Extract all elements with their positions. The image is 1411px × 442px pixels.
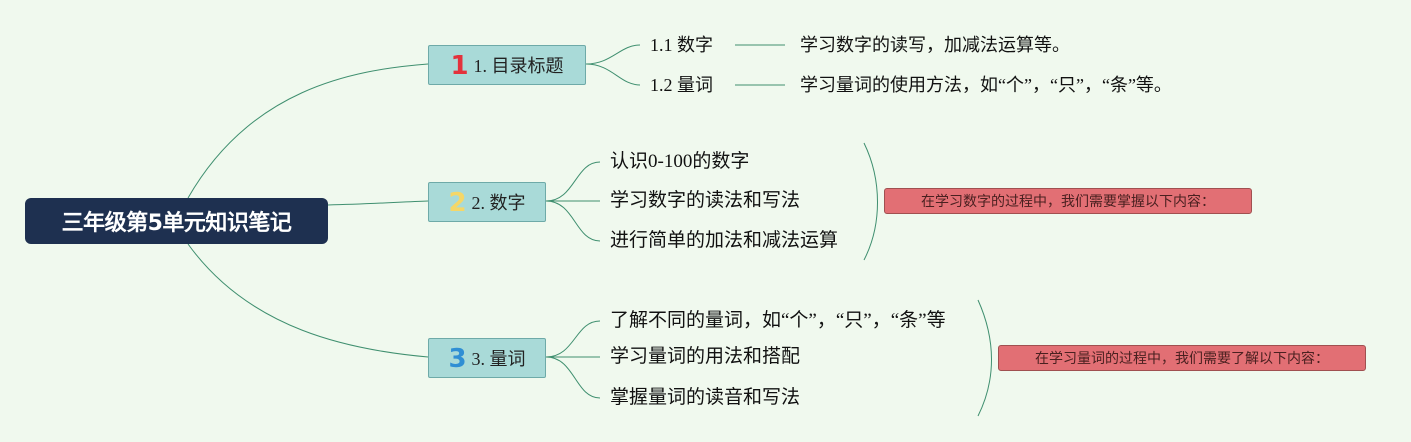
subtopic-1-1-detail[interactable]: 学习数字的读写，加减法运算等。 (800, 35, 1070, 55)
number-2-icon: 2 (448, 188, 467, 218)
summary-3[interactable]: 在学习量词的过程中，我们需要了解以下内容： (998, 345, 1366, 371)
branch-2-label: 2. 数字 (471, 193, 526, 213)
branch-3[interactable]: 3 3. 量词 (428, 338, 546, 378)
summary-2[interactable]: 在学习数字的过程中，我们需要掌握以下内容： (884, 188, 1252, 214)
subtopic-1-2[interactable]: 1.2 量词 (650, 75, 713, 95)
number-1-icon: 1 (450, 51, 469, 81)
subtopic-1-2-detail[interactable]: 学习量词的使用方法，如“个”，“只”，“条”等。 (800, 75, 1172, 95)
subtopic-1-1[interactable]: 1.1 数字 (650, 35, 713, 55)
subtopic-3-1[interactable]: 了解不同的量词，如“个”，“只”，“条”等 (610, 310, 946, 331)
root-topic-label: 三年级第5单元知识笔记 (61, 211, 292, 236)
branch-1-label: 1. 目录标题 (473, 56, 564, 76)
root-topic[interactable]: 三年级第5单元知识笔记 (25, 198, 328, 244)
branch-3-label: 3. 量词 (471, 349, 526, 369)
branch-2[interactable]: 2 2. 数字 (428, 182, 546, 222)
summary-3-label: 在学习量词的过程中，我们需要了解以下内容： (1035, 352, 1329, 367)
number-3-icon: 3 (448, 344, 467, 374)
branch-1[interactable]: 1 1. 目录标题 (428, 45, 586, 85)
summary-2-label: 在学习数字的过程中，我们需要掌握以下内容： (921, 195, 1215, 210)
subtopic-2-2[interactable]: 学习数字的读法和写法 (610, 190, 801, 211)
subtopic-3-3[interactable]: 掌握量词的读音和写法 (610, 387, 801, 408)
subtopic-2-1[interactable]: 认识0-100的数字 (610, 151, 750, 172)
subtopic-2-3[interactable]: 进行简单的加法和减法运算 (610, 230, 839, 251)
subtopic-3-2[interactable]: 学习量词的用法和搭配 (610, 346, 801, 367)
